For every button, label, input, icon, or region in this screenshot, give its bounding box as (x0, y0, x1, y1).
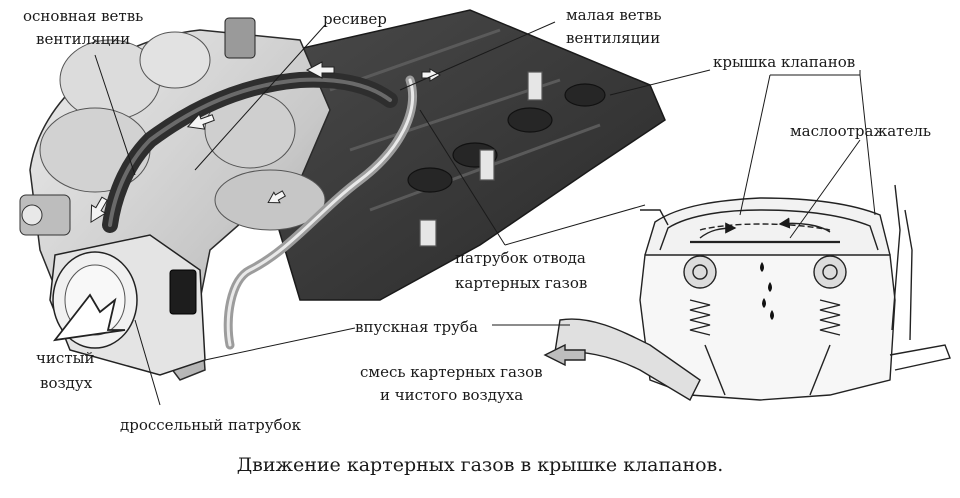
label-clean-air-2: воздух (40, 374, 93, 392)
label-main-branch-2: вентиляции (36, 30, 130, 48)
label-main-branch-1: основная ветвь (23, 7, 143, 25)
label-outlet-pipe-1: патрубок отвода (455, 249, 586, 267)
label-mixture-1: смесь картерных газов (360, 363, 543, 381)
section-valve-cover (644, 197, 891, 256)
cross-section (543, 184, 951, 401)
label-mixture-2: и чистого воздуха (380, 386, 523, 404)
label-throttle: дроссельный патрубок (120, 416, 302, 434)
engine-illustration (19, 9, 666, 381)
diagram-caption: Движение картерных газов в крышке клапан… (236, 454, 724, 476)
spark-plug-wells (407, 71, 606, 247)
leader-lines (94, 21, 876, 406)
label-intake-pipe: впускная труба (355, 318, 478, 336)
clean-air-arrow (52, 293, 126, 342)
label-clean-air-1: чистый (36, 349, 95, 367)
label-receiver: ресивер (323, 10, 387, 28)
label-small-branch-1: малая ветвь (566, 6, 662, 24)
label-oil-deflector: маслоотражатель (790, 122, 931, 140)
oil-drops (760, 262, 774, 320)
labels: основная ветвь вентиляции ресивер малая … (23, 6, 931, 434)
label-outlet-pipe-2: картерных газов (455, 274, 587, 292)
label-small-branch-2: вентиляции (566, 29, 660, 47)
label-valve-cover: крышка клапанов (713, 53, 855, 71)
